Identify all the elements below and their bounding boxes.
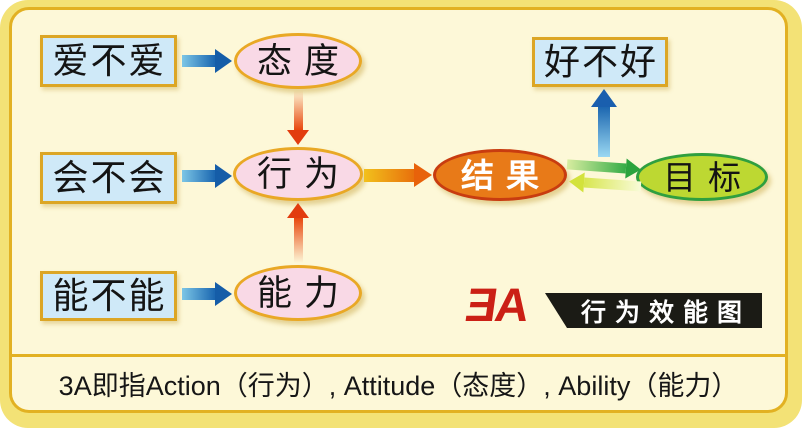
box-good-question: 好不好 (532, 37, 668, 87)
arrow-ability-to-behavior-icon (287, 203, 309, 263)
logo-3a-mark: ƎA (462, 278, 532, 331)
arrow-to-good-icon (591, 89, 617, 157)
ellipse-result: 结果 (433, 149, 567, 201)
attitude-label: 态度 (256, 41, 351, 81)
ellipse-behavior: 行为 (233, 147, 363, 201)
box-good-label: 好不好 (543, 41, 658, 82)
ellipse-ability: 能力 (234, 265, 362, 321)
goal-label: 目标 (663, 158, 753, 196)
ellipse-attitude: 态度 (234, 33, 362, 89)
ellipse-goal: 目标 (636, 153, 768, 201)
arrow-able-to-ability-icon (182, 282, 232, 306)
behavior-label: 行为 (256, 154, 351, 194)
arrow-can-to-behavior-icon (182, 164, 232, 188)
box-love-label: 爱不爱 (52, 40, 167, 81)
ability-label: 能力 (256, 273, 351, 313)
arrow-behavior-to-result-icon (364, 162, 432, 188)
caption-divider (11, 354, 786, 357)
logo-banner-label: 行为效能图 (580, 298, 751, 327)
box-can-label: 会不会 (52, 157, 167, 198)
box-able-question: 能不能 (40, 271, 177, 321)
logo-banner: 行为效能图 (545, 293, 762, 328)
box-love-question: 爱不爱 (40, 35, 177, 87)
result-label: 结果 (461, 156, 551, 194)
box-can-question: 会不会 (40, 152, 177, 204)
arrow-attitude-to-behavior-icon (287, 90, 309, 145)
caption-text: 3A即指Action（行为）, Attitude（态度）, Ability（能力… (58, 370, 739, 401)
box-able-label: 能不能 (52, 275, 167, 316)
arrow-love-to-attitude-icon (182, 49, 232, 73)
